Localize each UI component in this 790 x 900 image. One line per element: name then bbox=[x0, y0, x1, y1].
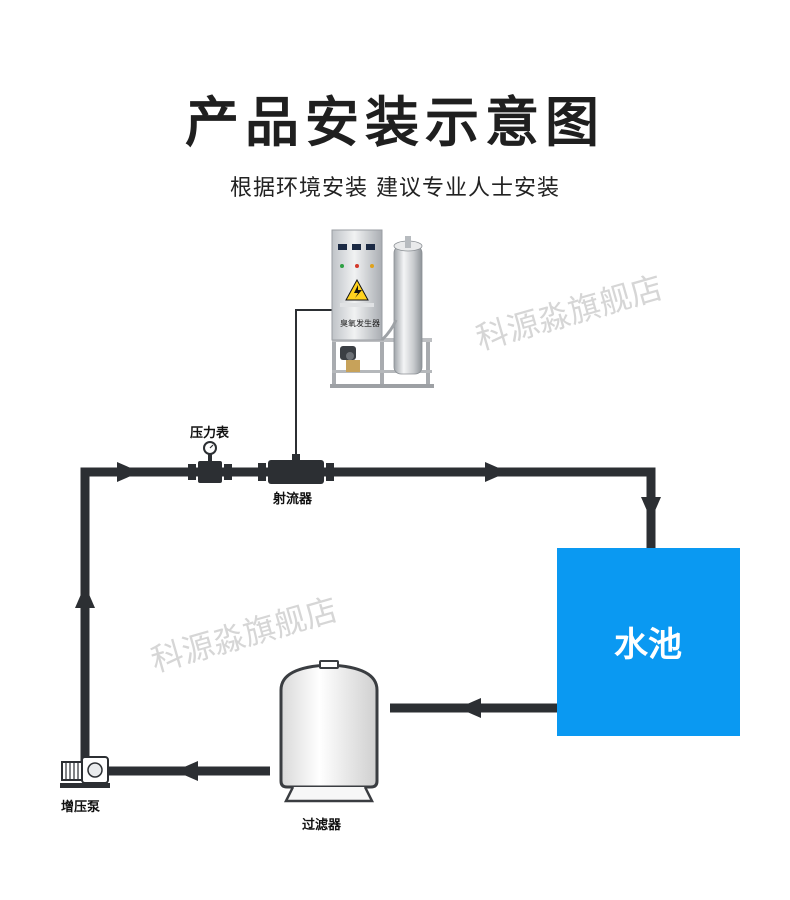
watermark-top: 科源淼旗舰店 bbox=[472, 268, 667, 357]
arrow-right-icon bbox=[117, 462, 140, 482]
flow-arrows bbox=[75, 462, 661, 781]
ozone-gas-line bbox=[295, 309, 333, 458]
arrow-left-icon bbox=[458, 698, 481, 718]
generator-label: 臭氧发生器 bbox=[340, 318, 380, 328]
arrow-down-icon bbox=[641, 497, 661, 520]
arrow-up-icon bbox=[75, 585, 95, 608]
filter-tank bbox=[279, 660, 379, 803]
arrow-left-icon bbox=[175, 761, 198, 781]
pump-label: 增压泵 bbox=[61, 799, 100, 815]
ejector-label: 射流器 bbox=[272, 491, 313, 507]
pool-label: 水池 bbox=[614, 625, 682, 665]
water-pool bbox=[557, 548, 740, 736]
ejector bbox=[258, 454, 334, 484]
booster-pump bbox=[60, 756, 110, 788]
page-title: 产品安装示意图 bbox=[185, 91, 605, 154]
gauge-label: 压力表 bbox=[190, 425, 230, 441]
arrow-right-icon bbox=[485, 462, 508, 482]
ozone-generator: 臭氧发生器 bbox=[330, 229, 434, 388]
page-subtitle: 根据环境安装 建议专业人士安装 bbox=[230, 176, 560, 201]
filter-label: 过滤器 bbox=[302, 817, 342, 833]
pressure-gauge bbox=[188, 441, 232, 483]
